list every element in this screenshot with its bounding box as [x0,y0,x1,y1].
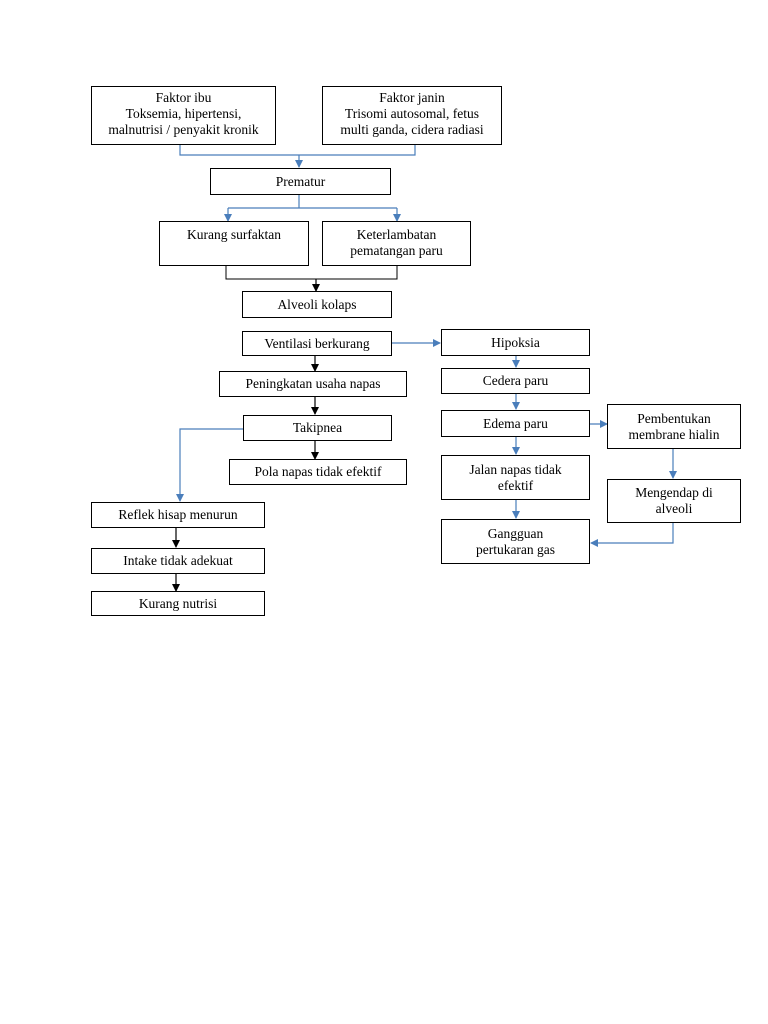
node-keterlambatan: Keterlambatan pematangan paru [322,221,471,266]
node-edema-paru: Edema paru [441,410,590,437]
gangguan-line1: Gangguan [487,525,544,541]
node-hipoksia: Hipoksia [441,329,590,356]
faktor-ibu-line3: malnutrisi / penyakit kronik [108,122,259,137]
keterlambatan-line2: pematangan paru [350,243,443,258]
faktor-ibu-line2: Toksemia, hipertensi, [125,106,242,121]
connector-faktor-to-prematur [179,145,416,156]
node-kurang-nutrisi: Kurang nutrisi [91,591,265,616]
node-pola-napas: Pola napas tidak efektif [229,459,407,485]
faktor-ibu-title: Faktor ibu [155,90,212,105]
kurang-nutrisi-label: Kurang nutrisi [138,595,218,611]
node-takipnea: Takipnea [243,415,392,441]
keterlambatan-line1: Keterlambatan [356,227,437,242]
edema-paru-label: Edema paru [483,415,548,431]
hipoksia-label: Hipoksia [491,334,540,350]
gangguan-line2: pertukaran gas [475,541,556,557]
node-cedera-paru: Cedera paru [441,368,590,394]
node-gangguan-pertukaran-gas: Gangguan pertukaran gas [441,519,590,564]
ventilasi-label: Ventilasi berkurang [264,335,370,351]
mengendap-line2: alveoli [655,501,693,516]
arrow-takipnea-to-reflek [176,428,243,502]
connector-join-to-alveoli [225,266,398,280]
faktor-janin-line2: Trisomi autosomal, fetus [344,106,480,121]
node-prematur: Prematur [210,168,391,195]
node-kurang-surfaktan: Kurang surfaktan [159,221,309,266]
node-jalan-napas: Jalan napas tidak efektif [441,455,590,500]
takipnea-label: Takipnea [292,420,343,435]
node-ventilasi-berkurang: Ventilasi berkurang [242,331,392,356]
prematur-label: Prematur [275,173,326,189]
pembentukan-line2: membrane hialin [628,426,720,442]
intake-label: Intake tidak adekuat [123,553,233,568]
node-faktor-janin: Faktor janin Trisomi autosomal, fetus mu… [322,86,502,145]
faktor-janin-title: Faktor janin [379,90,445,105]
arrow-mengendap-to-gangguan [590,523,674,547]
node-intake: Intake tidak adekuat [91,548,265,574]
node-reflek-hisap: Reflek hisap menurun [91,502,265,528]
pola-napas-label: Pola napas tidak efektif [254,464,382,479]
pembentukan-line1: Pembentukan [637,410,711,426]
connector-prematur-split [228,195,397,209]
cedera-paru-label: Cedera paru [482,373,549,388]
peningkatan-label: Peningkatan usaha napas [245,376,381,391]
node-alveoli-kolaps: Alveoli kolaps [242,291,392,318]
mengendap-line1: Mengendap di [635,485,713,500]
node-faktor-ibu: Faktor ibu Toksemia, hipertensi, malnutr… [91,86,276,145]
jalan-napas-line1: Jalan napas tidak [469,461,562,477]
faktor-janin-line3: multi ganda, cidera radiasi [340,122,484,137]
jalan-napas-line2: efektif [497,477,534,493]
reflek-label: Reflek hisap menurun [118,507,238,522]
node-pembentukan-membrane: Pembentukan membrane hialin [607,404,741,449]
node-mengendap-alveoli: Mengendap di alveoli [607,479,741,523]
alveoli-kolaps-label: Alveoli kolaps [277,296,357,312]
node-peningkatan-usaha-napas: Peningkatan usaha napas [219,371,407,397]
kurang-surfaktan-label: Kurang surfaktan [186,227,282,242]
